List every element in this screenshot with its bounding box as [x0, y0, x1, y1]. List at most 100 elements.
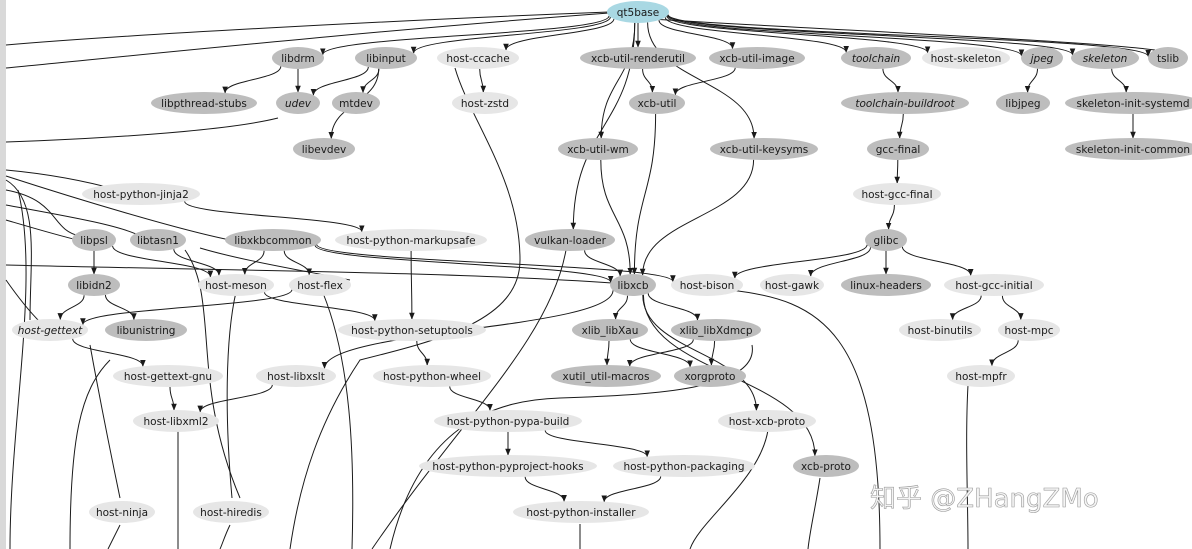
node-shape-host-python-markupsafe [335, 229, 487, 251]
node-host-python-installer[interactable]: host-python-installer [513, 501, 649, 523]
edge-qt5base-to-xcb-util-image [658, 19, 736, 50]
node-xlib-libxdmcp[interactable]: xlib_libXdmcp [671, 319, 761, 341]
node-shape-host-ccache [437, 47, 519, 69]
node-skeleton-init-common[interactable]: skeleton-init-common [1065, 138, 1192, 160]
node-label-linux-headers: linux-headers [850, 280, 922, 292]
node-linux-headers[interactable]: linux-headers [841, 274, 931, 296]
node-gcc-final[interactable]: gcc-final [867, 138, 929, 160]
node-xcb-proto[interactable]: xcb-proto [793, 455, 859, 477]
node-xutil-util-macros[interactable]: xutil_util-macros [551, 365, 661, 387]
node-label-jpeg: jpeg [1029, 53, 1054, 65]
node-shape-libpthread-stubs [151, 92, 257, 114]
edge-qt5base-to-jpeg [667, 14, 1025, 57]
node-shape-toolchain [841, 47, 911, 69]
node-host-gettext[interactable]: host-gettext [12, 319, 88, 341]
node-mtdev[interactable]: mtdev [332, 92, 380, 114]
node-shape-host-binutils [899, 319, 981, 341]
node-host-python-packaging[interactable]: host-python-packaging [613, 455, 755, 477]
node-host-skeleton[interactable]: host-skeleton [922, 47, 1010, 69]
node-host-bison[interactable]: host-bison [671, 274, 743, 296]
node-libtasn1[interactable]: libtasn1 [130, 229, 186, 251]
node-host-meson[interactable]: host-meson [198, 274, 274, 296]
node-label-xutil-util-macros: xutil_util-macros [563, 371, 650, 383]
edge-qt5base-to-host-skeleton [666, 15, 931, 54]
node-libunistring[interactable]: libunistring [105, 319, 187, 341]
node-shape-host-flex [289, 274, 351, 296]
node-host-python-pypa-build[interactable]: host-python-pypa-build [434, 410, 582, 432]
node-tslib[interactable]: tslib [1148, 47, 1188, 69]
node-jpeg[interactable]: jpeg [1021, 47, 1063, 69]
node-label-xlib-libxau: xlib_libXau [582, 325, 639, 337]
node-shape-libinput [355, 47, 417, 69]
node-vulkan-loader[interactable]: vulkan-loader [525, 229, 615, 251]
node-host-python-pyproject-hooks[interactable]: host-python-pyproject-hooks [419, 455, 597, 477]
node-host-gcc-initial[interactable]: host-gcc-initial [944, 274, 1044, 296]
node-glibc[interactable]: glibc [865, 229, 907, 251]
node-libdrm[interactable]: libdrm [272, 47, 324, 69]
node-libxkbcommon[interactable]: libxkbcommon [225, 229, 321, 251]
node-xcb-util-wm[interactable]: xcb-util-wm [558, 138, 638, 160]
node-shape-host-xcb-proto [718, 410, 816, 432]
node-host-mpfr[interactable]: host-mpfr [947, 365, 1015, 387]
node-toolchain[interactable]: toolchain [841, 47, 911, 69]
node-host-python-markupsafe[interactable]: host-python-markupsafe [335, 229, 487, 251]
node-shape-host-zstd [452, 92, 518, 114]
node-host-xcb-proto[interactable]: host-xcb-proto [718, 410, 816, 432]
node-shape-libjpeg [996, 92, 1050, 114]
node-shape-host-ninja [89, 501, 155, 523]
node-host-python-setuptools[interactable]: host-python-setuptools [338, 319, 486, 341]
node-xlib-libxau[interactable]: xlib_libXau [572, 319, 648, 341]
node-host-zstd[interactable]: host-zstd [452, 92, 518, 114]
node-host-gawk[interactable]: host-gawk [760, 274, 824, 296]
node-qt5base[interactable]: qt5base [607, 1, 669, 23]
node-host-ninja[interactable]: host-ninja [89, 501, 155, 523]
node-libidn2[interactable]: libidn2 [68, 274, 120, 296]
node-libxcb[interactable]: libxcb [610, 274, 656, 296]
node-xorgproto[interactable]: xorgproto [674, 365, 746, 387]
edge-xlib-libxdmcp-to-xorgproto [708, 340, 716, 366]
node-label-tslib: tslib [1157, 53, 1179, 65]
node-libpthread-stubs[interactable]: libpthread-stubs [151, 92, 257, 114]
node-label-host-meson: host-meson [205, 280, 267, 292]
node-host-libxml2[interactable]: host-libxml2 [133, 410, 219, 432]
node-shape-libxcb [610, 274, 656, 296]
node-host-mpc[interactable]: host-mpc [998, 319, 1060, 341]
node-host-hiredis[interactable]: host-hiredis [193, 501, 269, 523]
node-shape-xcb-proto [793, 455, 859, 477]
node-libjpeg[interactable]: libjpeg [996, 92, 1050, 114]
node-shape-host-python-wheel [373, 365, 491, 387]
node-shape-host-python-pyproject-hooks [419, 455, 597, 477]
node-host-ccache[interactable]: host-ccache [437, 47, 519, 69]
node-xcb-util-keysyms[interactable]: xcb-util-keysyms [710, 138, 818, 160]
node-libpsl[interactable]: libpsl [72, 229, 116, 251]
node-host-python-jinja2[interactable]: host-python-jinja2 [82, 183, 200, 205]
node-host-gettext-gnu[interactable]: host-gettext-gnu [113, 365, 223, 387]
node-shape-libidn2 [68, 274, 120, 296]
edge-gcc-final-to-host-gcc-final [894, 159, 901, 184]
edge-xcb-util-image-to-xcb-util [672, 67, 736, 96]
node-label-skeleton-init-systemd: skeleton-init-systemd [1076, 98, 1189, 110]
node-label-host-gcc-final: host-gcc-final [861, 189, 932, 201]
node-libinput[interactable]: libinput [355, 47, 417, 69]
node-host-libxslt[interactable]: host-libxslt [256, 365, 336, 387]
node-shape-host-gettext-gnu [113, 365, 223, 387]
node-xcb-util-renderutil[interactable]: xcb-util-renderutil [580, 47, 696, 69]
node-host-binutils[interactable]: host-binutils [899, 319, 981, 341]
node-shape-host-meson [198, 274, 274, 296]
node-shape-host-mpc [998, 319, 1060, 341]
node-skeleton-init-systemd[interactable]: skeleton-init-systemd [1065, 92, 1192, 114]
node-label-xcb-util-keysyms: xcb-util-keysyms [720, 144, 808, 156]
node-host-flex[interactable]: host-flex [289, 274, 351, 296]
node-xcb-util[interactable]: xcb-util [629, 92, 685, 114]
edge-qt5base-to-xcb-util-keysyms [647, 22, 757, 139]
node-host-python-wheel[interactable]: host-python-wheel [373, 365, 491, 387]
node-toolchain-buildroot[interactable]: toolchain-buildroot [841, 92, 969, 114]
node-host-gcc-final[interactable]: host-gcc-final [853, 183, 941, 205]
node-shape-vulkan-loader [525, 229, 615, 251]
node-xcb-util-image[interactable]: xcb-util-image [709, 47, 805, 69]
edge-host-gcc-initial-to-host-binutils [949, 295, 982, 321]
node-libevdev[interactable]: libevdev [293, 138, 355, 160]
node-udev[interactable]: udev [276, 92, 320, 114]
node-skeleton[interactable]: skeleton [1071, 47, 1139, 69]
edge-host-meson-to-host-python-setuptools [264, 292, 378, 322]
